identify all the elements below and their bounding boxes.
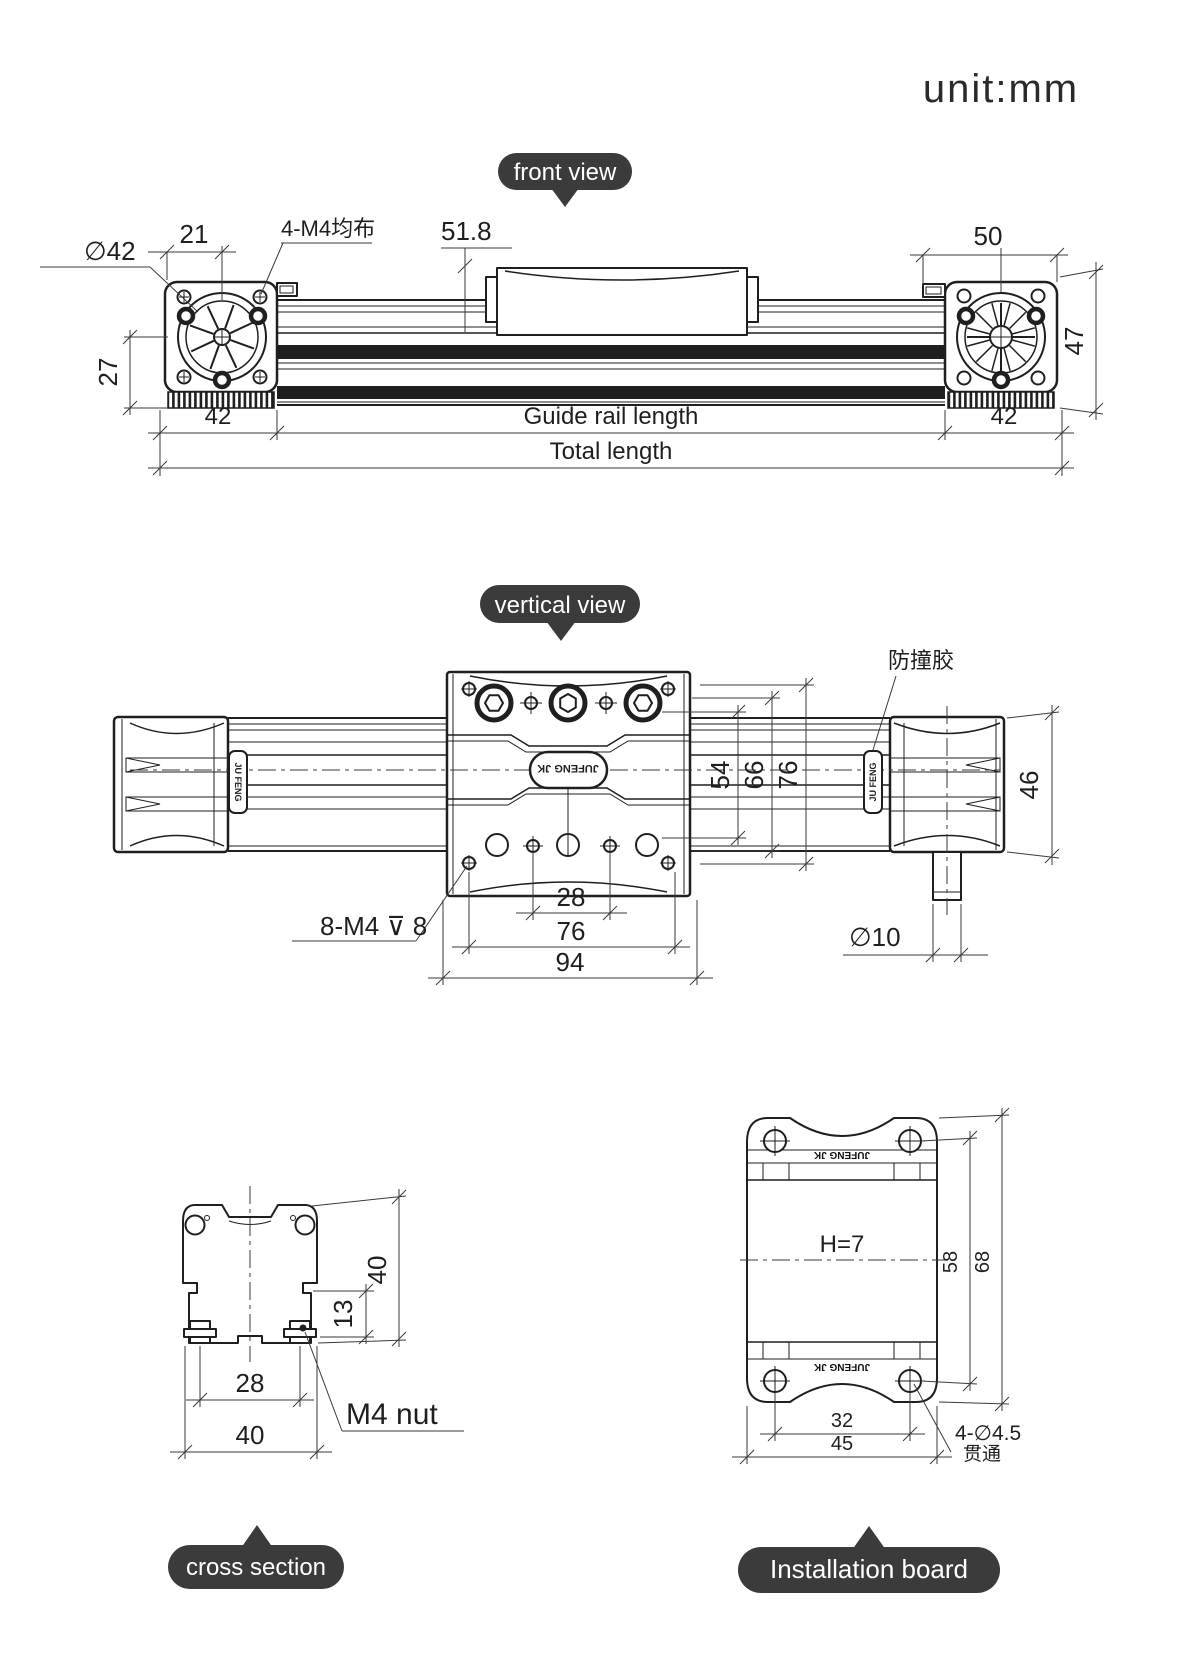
left-bumper-text: JU FENG <box>233 762 243 801</box>
front-right-serration <box>947 391 1055 409</box>
front-dim-pulley-dia: ∅42 <box>40 236 199 313</box>
front-dim-50: 50 <box>910 221 1068 292</box>
front-dim-47: 47 <box>1059 262 1104 420</box>
front-view-badge-label: front view <box>514 159 617 186</box>
front-view-badge: front view <box>498 153 632 207</box>
front-dim-27: 27 <box>93 329 168 416</box>
carriage-logo: JUFENG JK <box>528 750 609 790</box>
plate-holes <box>760 1126 925 1396</box>
cross-dim-40-right-label: 40 <box>362 1256 392 1285</box>
vertical-dim-76-label: 76 <box>773 761 803 790</box>
vertical-dim-28-label: 28 <box>557 882 586 912</box>
install-dim-32-label: 32 <box>831 1410 853 1432</box>
vertical-dim-94-label: 94 <box>556 947 585 977</box>
front-dim-guide-rail-label: Guide rail length <box>524 403 699 430</box>
carriage-logo-text: JUFENG JK <box>537 762 599 774</box>
front-dim-21: 21 <box>148 219 236 300</box>
vertical-view-badge-label: vertical view <box>495 592 626 619</box>
front-right-pulley-icon <box>956 292 1046 390</box>
installation-board-badge-label: Installation board <box>770 1554 968 1584</box>
front-note-4m4: 4-M4均布 <box>260 216 375 295</box>
cross-dim-40-bottom: 40 <box>170 1346 332 1460</box>
cross-dim-13: 13 <box>313 1283 374 1345</box>
vertical-dim-54-66-76: 54 66 76 <box>662 677 814 872</box>
front-dim-27-label: 27 <box>93 358 123 387</box>
front-dim-42-left-label: 42 <box>205 403 232 430</box>
vertical-dim-76b-label: 76 <box>557 916 586 946</box>
front-dim-51-8: 51.8 <box>441 216 512 332</box>
front-dim-50-label: 50 <box>974 221 1003 251</box>
thread-note: 8-M4 ⊽ 8 <box>292 865 468 942</box>
install-through-note-label: 贯通 <box>963 1443 1001 1465</box>
vertical-dim-28: 28 <box>516 852 627 921</box>
vertical-dim-shaft-label: ∅10 <box>849 922 901 952</box>
installation-board-view: JUFENG JK JUFENG JK H=7 <box>732 1107 1021 1593</box>
install-dim-45-label: 45 <box>831 1433 853 1455</box>
install-dim-45: 45 <box>732 1406 952 1465</box>
vertical-view-badge: vertical view <box>480 585 640 641</box>
vertical-dim-76b: 76 <box>452 872 690 955</box>
vertical-dim-54-label: 54 <box>705 761 735 790</box>
m4-nut-note-label: M4 nut <box>346 1398 438 1431</box>
m4-nut-dot <box>299 1324 307 1332</box>
install-dim-58: 58 <box>920 1130 978 1392</box>
front-dim-pulley-dia-label: ∅42 <box>84 236 136 266</box>
thread-note-label: 8-M4 ⊽ 8 <box>320 911 427 941</box>
top-cross-holes <box>520 692 617 714</box>
front-carriage <box>485 267 759 336</box>
cross-section-badge-label: cross section <box>186 1554 326 1581</box>
install-dim-68-label: 68 <box>972 1251 994 1273</box>
cross-section-badge: cross section <box>168 1525 344 1589</box>
front-dim-21-label: 21 <box>180 219 209 249</box>
vertical-dim-94: 94 <box>428 900 713 986</box>
vertical-dim-46-label: 46 <box>1014 771 1044 800</box>
front-dim-42-right-label: 42 <box>991 403 1018 430</box>
unit-label: unit:mm <box>923 67 1079 111</box>
vertical-dim-66-label: 66 <box>739 761 769 790</box>
cross-dim-40-bottom-label: 40 <box>236 1420 265 1450</box>
extrusion-profile <box>182 1186 318 1362</box>
installation-plate: JUFENG JK JUFENG JK H=7 <box>740 1117 948 1403</box>
plate-logo-bottom: JUFENG JK <box>813 1361 870 1372</box>
bumper-note: 防撞胶 <box>872 648 954 751</box>
vertical-dim-shaft: ∅10 <box>843 904 988 963</box>
cross-dim-40-right: 40 <box>311 1189 407 1347</box>
install-holes-note: 4-∅4.5 贯通 <box>913 1383 1021 1465</box>
front-left-end-block <box>163 280 298 409</box>
front-left-serration <box>167 391 275 409</box>
bumper-note-label: 防撞胶 <box>888 648 954 673</box>
plate-height-note: H=7 <box>820 1231 865 1258</box>
install-holes-note-label: 4-∅4.5 <box>955 1422 1021 1445</box>
cross-section-view: 40 13 28 40 <box>168 1186 464 1589</box>
front-view: front view <box>40 153 1104 476</box>
front-right-corner-screws <box>956 288 1046 386</box>
installation-board-badge: Installation board <box>738 1526 1000 1593</box>
front-dim-51-8-label: 51.8 <box>441 216 492 246</box>
cross-dim-28: 28 <box>186 1346 314 1408</box>
vertical-left-end-block <box>112 715 230 854</box>
front-left-corner-screws <box>176 289 268 385</box>
front-note-4m4-label: 4-M4均布 <box>281 216 375 241</box>
front-dim-47-label: 47 <box>1059 327 1089 356</box>
front-left-pulley-icon <box>176 292 268 390</box>
plate-logo-top: JUFENG JK <box>813 1149 870 1160</box>
install-dim-68: 68 <box>938 1107 1010 1412</box>
vertical-dim-46: 46 <box>1006 705 1060 865</box>
corner-screw-holes <box>461 681 676 871</box>
m4-nut-note: M4 nut <box>304 1331 464 1432</box>
right-bumper: JU FENG <box>863 750 883 814</box>
cross-dim-13-label: 13 <box>328 1300 358 1329</box>
install-dim-58-label: 58 <box>940 1251 962 1273</box>
front-dim-total-label: Total length <box>550 438 673 465</box>
left-bumper: JU FENG <box>228 750 248 814</box>
install-dim-32: 32 <box>760 1393 925 1442</box>
hex-bolt-icons <box>474 683 663 723</box>
vertical-view: vertical view <box>112 585 1060 986</box>
front-dim-bottom: 42 Guide rail length 42 Total length <box>148 403 1074 476</box>
cross-dim-28-label: 28 <box>236 1368 265 1398</box>
right-bumper-text: JU FENG <box>868 762 878 801</box>
